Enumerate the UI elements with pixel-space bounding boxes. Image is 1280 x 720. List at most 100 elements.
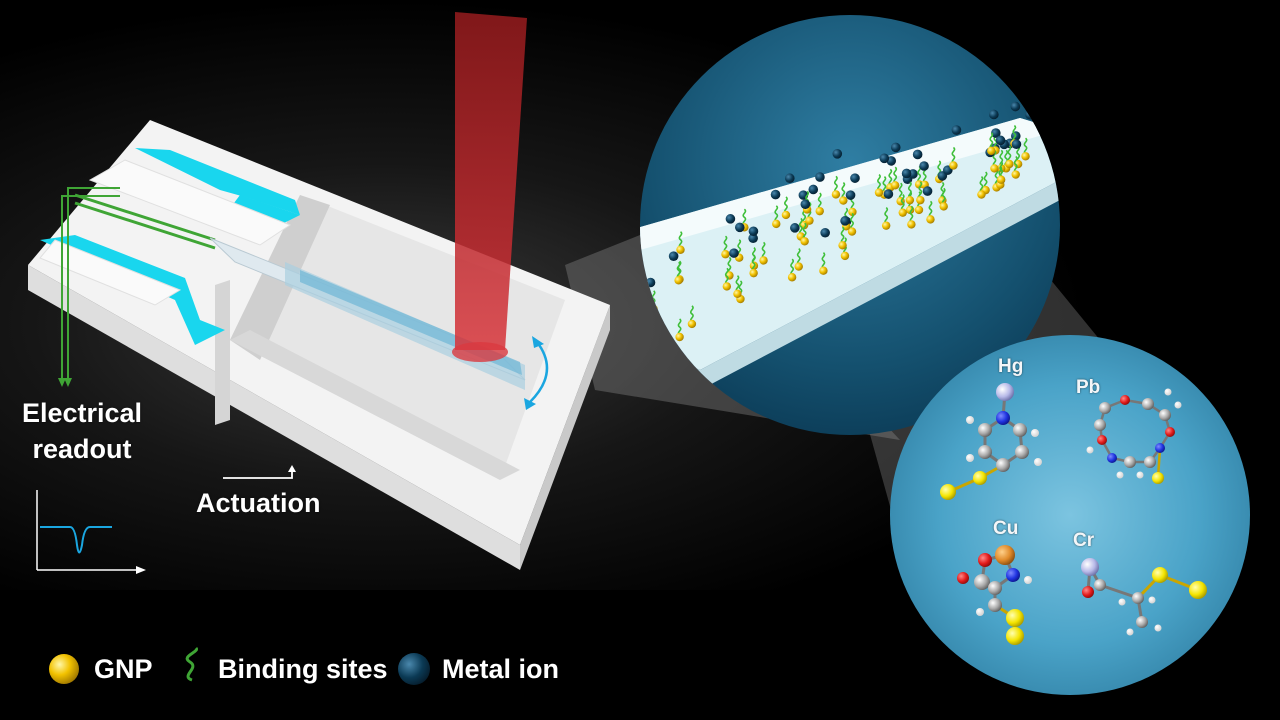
gnp-particle [996, 175, 1006, 184]
metal-ion-particle [790, 223, 800, 233]
metal-ion-particle [729, 248, 739, 258]
actuation-curve-arrow [529, 341, 549, 403]
gnp-particle [675, 332, 684, 342]
laser-beam [455, 12, 527, 350]
binding-site [989, 132, 994, 150]
binding-site [1012, 124, 1017, 143]
gnp-particle [722, 282, 732, 291]
binding-site [900, 194, 905, 212]
gnp-particle [759, 256, 768, 265]
binding-site [1004, 149, 1009, 167]
metal-ion-particle [840, 216, 850, 226]
molecule-label-hg: Hg [998, 356, 1024, 377]
gnp-particle [990, 164, 999, 173]
gnp-particle [815, 206, 824, 216]
gnp-particle [847, 227, 857, 236]
gnp-particle [839, 196, 848, 205]
binding-site-legend-icon [185, 646, 198, 682]
gnp-particle [881, 221, 891, 230]
binding-site [1007, 145, 1012, 163]
binding-site [676, 261, 681, 279]
channel-upper [135, 148, 300, 215]
binding-site [850, 212, 854, 231]
binding-site [898, 182, 903, 200]
gnp-particle [749, 268, 758, 278]
gnp-particle [787, 273, 797, 282]
electrode-line-2 [74, 201, 216, 250]
metal-ion-particle [1010, 101, 1021, 112]
gnp-particle [1021, 152, 1030, 161]
binding-site [999, 149, 1004, 168]
surface-particles [642, 101, 1035, 348]
metal-ion-particle [815, 172, 825, 182]
metal-ion-particle [800, 199, 811, 210]
binding-site [802, 222, 807, 240]
gnp-particle [916, 195, 925, 205]
gnp-particle [733, 289, 742, 298]
gnp-particle [890, 181, 900, 190]
binding-site [761, 241, 766, 260]
atom-cr [1081, 558, 1099, 576]
binding-site [834, 175, 838, 194]
metal-ion-particle [845, 190, 856, 200]
metal-ion-particle [850, 173, 860, 183]
binding-site [784, 196, 788, 214]
binding-site [941, 187, 946, 206]
gnp-particle [1005, 159, 1014, 169]
metal-ion-particle [734, 222, 745, 233]
binding-site [841, 181, 846, 200]
metal-ion-particle [748, 226, 759, 237]
metal-ion-particle [890, 142, 901, 153]
electrode-line-1 [74, 193, 216, 242]
gnp-particle [907, 220, 916, 229]
binding-site [928, 200, 933, 219]
gnp-particle [977, 190, 986, 199]
gnp-particle [805, 216, 814, 225]
metal-ion-particle [989, 109, 999, 120]
atom-hg [996, 383, 1014, 401]
gnp-particle [905, 195, 915, 205]
binding-site [884, 206, 889, 225]
electrical-readout-label: Electrical readout [21, 398, 143, 464]
metal-ion-legend-icon [398, 653, 430, 685]
metal-ion-particle [725, 214, 736, 224]
gnp-particle [819, 266, 828, 275]
molecule-label-pb: Pb [1076, 377, 1101, 398]
binding-site [999, 161, 1004, 179]
binding-site [882, 176, 887, 194]
metal-ion-particle [879, 153, 890, 164]
metal-ion-particle [951, 125, 962, 135]
gnp-particle [781, 210, 791, 220]
metal-ion-particle [748, 233, 758, 244]
metal-ion-particle [995, 135, 1006, 146]
gnp-particle [848, 207, 857, 217]
gnp-particle [914, 205, 924, 215]
metal-ion-particle [1011, 139, 1022, 150]
legend-gnp-label: GNP [94, 654, 153, 684]
readout-wiring [58, 187, 120, 387]
gnp-particle [949, 161, 958, 170]
gnp-particle [800, 237, 809, 246]
binding-site [724, 267, 729, 286]
binding-site [951, 146, 956, 165]
gnp-particle [1013, 159, 1023, 169]
metal-ion-particle [919, 161, 929, 171]
gnp-particle [939, 202, 948, 211]
metal-ion-particle [808, 184, 819, 195]
binding-site [821, 252, 826, 270]
binding-site [1023, 137, 1028, 155]
binding-site [774, 205, 779, 223]
metal-ion-particle [922, 186, 933, 196]
gnp-particle [831, 190, 841, 199]
gnp-particle [687, 319, 697, 329]
binding-site [907, 181, 912, 199]
zoom-circle-surface [640, 15, 1060, 435]
actuation-label: Actuation [196, 488, 321, 518]
binding-site [994, 168, 999, 187]
binding-site [796, 247, 801, 266]
binding-site [893, 166, 898, 184]
legend-metal-ion-label: Metal ion [442, 654, 560, 684]
gnp-particle [898, 208, 907, 217]
gnp-particle [1011, 170, 1020, 179]
